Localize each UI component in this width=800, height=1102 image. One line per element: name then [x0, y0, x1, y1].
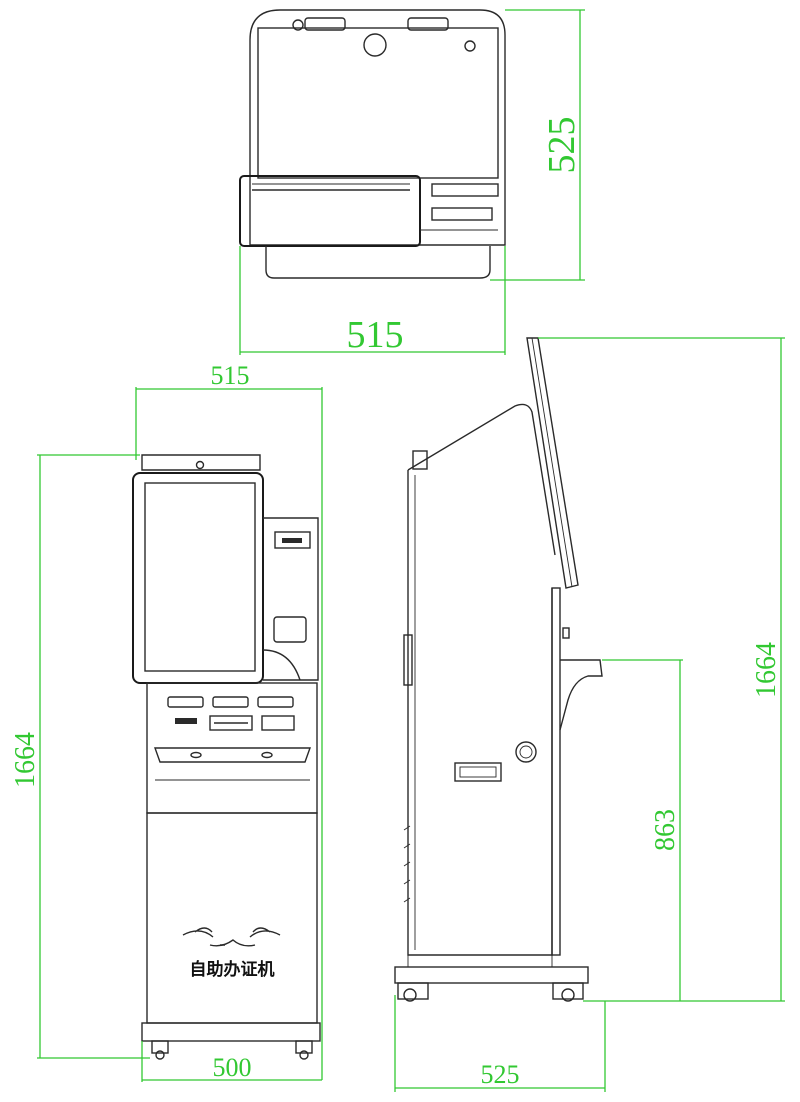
front-view-slot-1 [167, 696, 204, 708]
speaker-grille [519, 745, 533, 759]
top-view-screen-bezel [257, 27, 499, 179]
side-view-dimensions: 1664 863 525 [394, 337, 785, 1092]
front-view-dimensions: 515 1664 500 [10, 361, 323, 1082]
dim-label-side-height: 1664 [751, 642, 782, 698]
side-view-body [407, 470, 553, 956]
top-view-outer-shell [249, 9, 506, 246]
front-view-card-slot-icon [175, 718, 197, 724]
front-view-caster-left [151, 1040, 169, 1054]
front-view-top-cap [141, 454, 261, 471]
top-view-slot-lower [431, 207, 493, 221]
front-view-lower-cabinet [146, 812, 318, 1024]
side-view-caster-left [397, 982, 429, 1000]
dim-label-base-width: 500 [213, 1053, 252, 1082]
front-view-screen [144, 482, 256, 672]
side-view-monitor-edge [531, 337, 573, 588]
caster-wheel-icon [403, 988, 417, 1002]
caster-wheel-icon [299, 1050, 309, 1060]
top-view-sensor-icon [464, 40, 476, 52]
top-view-slot-upper [431, 183, 499, 197]
dim-label-shelf-height: 863 [650, 809, 681, 851]
top-view-hinge-left [304, 17, 346, 31]
side-view-handle [403, 634, 413, 686]
front-view-shelf-hole-right [261, 751, 273, 759]
front-view: 自助办证机 [132, 454, 321, 1060]
side-view-front-panel [551, 587, 561, 956]
side-view-camera-mount [412, 450, 428, 470]
camera-icon [363, 33, 387, 57]
dim-label-front-width: 515 [211, 361, 250, 390]
dim-label-top-width: 515 [347, 314, 404, 356]
top-view-hinge-right [407, 17, 449, 31]
brand-label: 自助办证机 [190, 959, 275, 980]
front-view-module-curve [262, 649, 301, 681]
front-view-side-module [263, 517, 319, 681]
front-view-shelf [154, 747, 311, 763]
caster-wheel-icon [155, 1050, 165, 1060]
front-view-card-reader [273, 616, 307, 643]
front-view-slot-2 [212, 696, 249, 708]
side-view-shelf-bracket [559, 659, 603, 731]
side-view [394, 337, 603, 1002]
side-view-vent-slot [454, 762, 502, 782]
side-view-monitor [526, 337, 579, 589]
front-view-caster-right [295, 1040, 313, 1054]
side-view-bolt [562, 627, 570, 639]
scanner-window-icon [282, 538, 302, 543]
dim-label-top-depth: 525 [541, 117, 583, 174]
side-view-sloped-top [407, 403, 556, 556]
top-view-shelf [239, 175, 421, 247]
front-view-monitor [132, 472, 264, 684]
front-view-logo-wings [182, 927, 281, 946]
front-view-scanner [274, 531, 311, 549]
front-view-logo-book [209, 939, 256, 947]
top-view [239, 9, 506, 279]
side-view-vents [403, 825, 411, 903]
side-view-caster-right [552, 982, 584, 1000]
top-view-base [265, 246, 491, 279]
side-view-vent-inner [459, 766, 497, 778]
dim-label-front-height: 1664 [10, 732, 41, 788]
front-view-printer-slot [209, 715, 253, 731]
front-view-receipt-slot [261, 715, 295, 731]
speaker-icon [515, 741, 537, 763]
front-view-base [141, 1022, 321, 1042]
dim-label-side-depth: 525 [481, 1060, 520, 1089]
top-view-dimensions: 525 515 [239, 9, 585, 356]
front-camera-icon [195, 460, 205, 470]
front-view-slot-3 [257, 696, 294, 708]
caster-wheel-icon [561, 988, 575, 1002]
top-view-indicator-icon [292, 19, 304, 31]
front-view-shelf-hole-left [190, 751, 202, 759]
side-view-base [394, 966, 589, 984]
